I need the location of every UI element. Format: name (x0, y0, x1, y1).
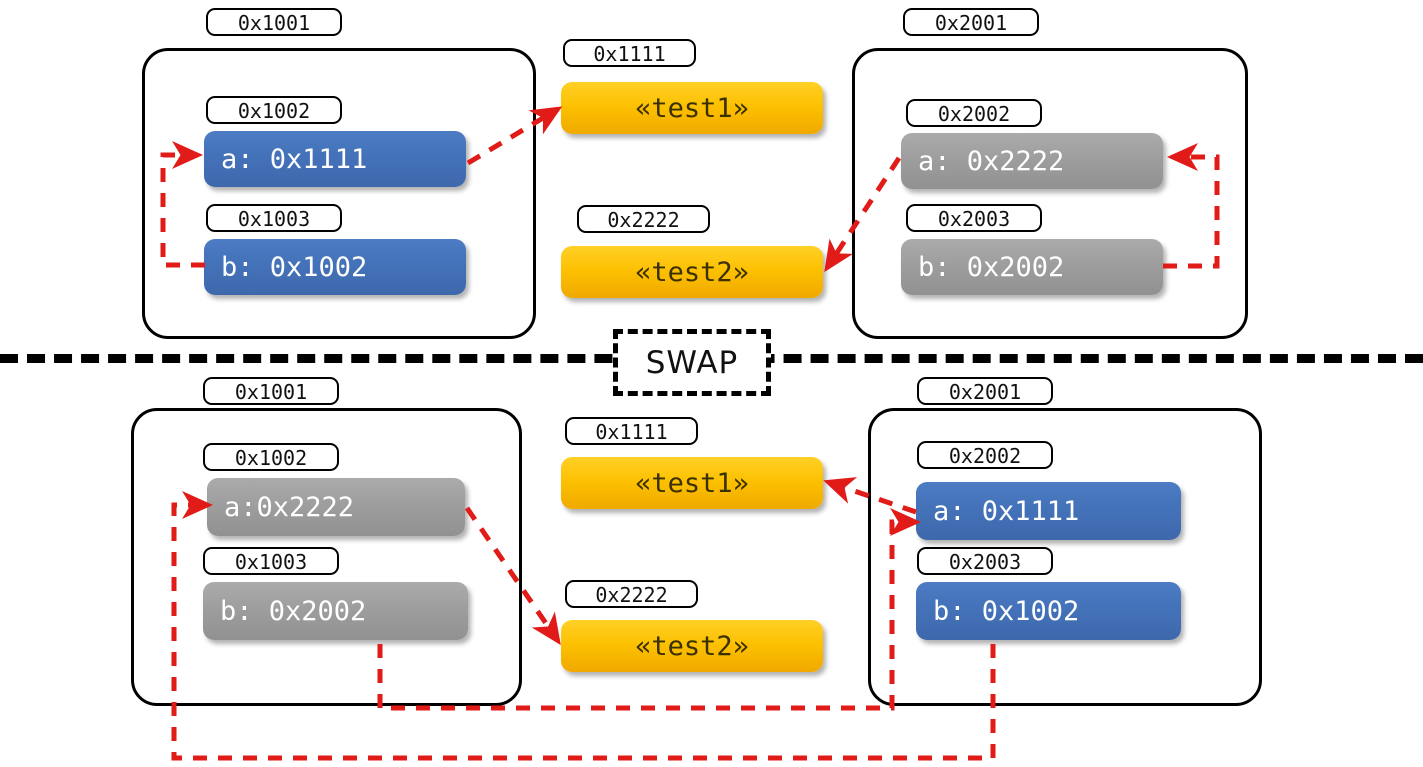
after-left-slot0-cell: a:0x2222 (207, 478, 465, 536)
before-right-slot0-cell: a: 0x2222 (901, 133, 1163, 189)
before-object1-address: 0x2222 (577, 205, 710, 233)
after-object0-cell: «test1» (561, 457, 823, 509)
after-left-slot1-cell: b: 0x2002 (203, 582, 468, 640)
before-left-panel (142, 48, 536, 339)
after-object0-address: 0x1111 (565, 417, 698, 445)
after-left-slot1-address: 0x1003 (203, 547, 339, 575)
after-right-slot0-address: 0x2002 (917, 441, 1053, 469)
after-object1-cell: «test2» (561, 620, 823, 672)
before-left-slot0-address: 0x1002 (206, 96, 342, 124)
before-right-slot0-address: 0x2002 (906, 99, 1042, 127)
after-left-slot0-address: 0x1002 (203, 443, 339, 471)
after-right-panel-address: 0x2001 (917, 377, 1053, 405)
after-right-slot1-cell: b: 0x1002 (916, 582, 1181, 640)
after-right-slot0-cell: a: 0x1111 (916, 482, 1181, 540)
before-object0-cell: «test1» (561, 82, 823, 134)
before-left-slot1-address: 0x1003 (206, 204, 342, 232)
after-object1-address: 0x2222 (565, 580, 698, 608)
before-right-slot1-address: 0x2003 (906, 204, 1042, 232)
before-right-slot1-cell: b: 0x2002 (901, 239, 1163, 295)
after-right-slot1-address: 0x2003 (917, 547, 1053, 575)
swap-label: SWAP (613, 329, 771, 396)
before-object1-cell: «test2» (561, 246, 823, 298)
before-left-slot1-cell: b: 0x1002 (204, 239, 466, 295)
before-right-panel (852, 48, 1248, 339)
before-left-panel-address: 0x1001 (206, 8, 342, 36)
after-left-panel-address: 0x1001 (203, 377, 339, 405)
before-left-slot0-cell: a: 0x1111 (204, 131, 466, 187)
before-right-panel-address: 0x2001 (903, 8, 1039, 36)
before-object0-address: 0x1111 (563, 39, 696, 67)
